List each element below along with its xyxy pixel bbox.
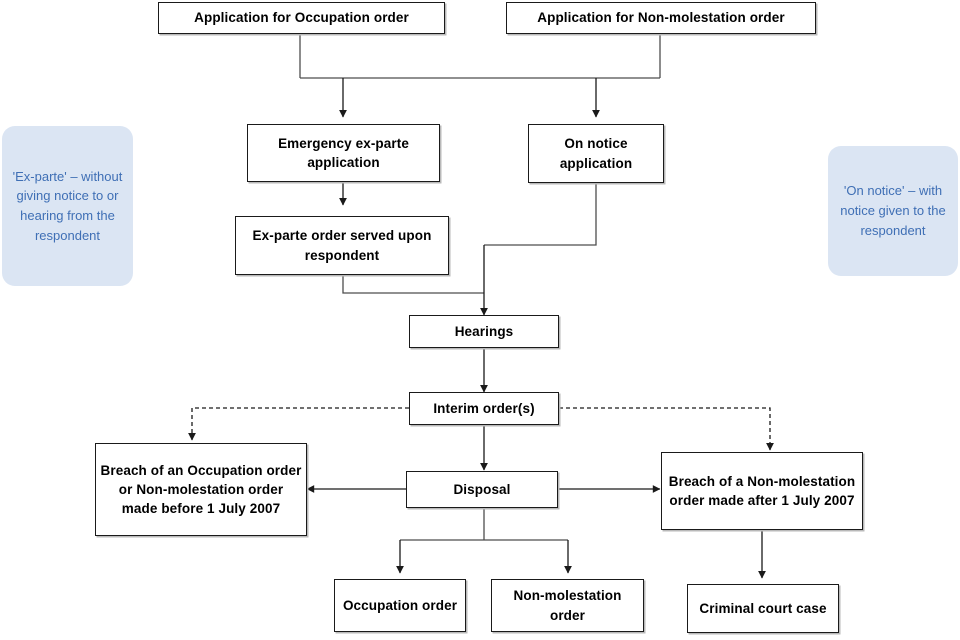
- node-label: Disposal: [453, 481, 511, 497]
- callout-label: 'On notice' – with notice given to the r…: [840, 183, 946, 238]
- edge-interim-to-breach-before: [188, 407, 409, 441]
- node-application-occupation-order[interactable]: Application for Occupation order: [158, 2, 445, 34]
- node-label: Non-molestation order: [513, 588, 622, 623]
- node-label: Breach of a Non-molestation order made a…: [668, 473, 856, 508]
- node-label: On notice application: [559, 136, 633, 171]
- edge-served-to-hearings: [342, 275, 484, 294]
- node-label: Breach of an Occupation order or Non-mol…: [100, 462, 302, 517]
- node-hearings[interactable]: Hearings: [409, 315, 559, 348]
- node-breach-after-july-2007[interactable]: Breach of a Non-molestation order made a…: [661, 452, 863, 530]
- node-interim-orders[interactable]: Interim order(s): [409, 392, 559, 425]
- node-ex-parte-order-served[interactable]: Ex-parte order served upon respondent: [235, 216, 449, 275]
- node-on-notice-application[interactable]: On notice application: [528, 124, 664, 183]
- node-emergency-ex-parte-application[interactable]: Emergency ex-parte application: [247, 124, 440, 182]
- node-label: Application for Non-molestation order: [537, 10, 785, 26]
- node-label: Hearings: [454, 323, 514, 339]
- node-label: Ex-parte order served upon respondent: [252, 228, 432, 263]
- node-application-non-molestation-order[interactable]: Application for Non-molestation order: [506, 2, 816, 34]
- callout-on-notice-definition: 'On notice' – with notice given to the r…: [828, 146, 958, 276]
- callout-label: 'Ex-parte' – without giving notice to or…: [12, 168, 123, 243]
- node-criminal-court-case[interactable]: Criminal court case: [687, 584, 839, 633]
- edge-interim-to-breach-after: [559, 407, 774, 451]
- node-breach-before-july-2007[interactable]: Breach of an Occupation order or Non-mol…: [95, 443, 307, 536]
- node-label: Application for Occupation order: [194, 10, 409, 26]
- node-non-molestation-order[interactable]: Non-molestation order: [491, 579, 644, 632]
- node-label: Occupation order: [342, 597, 458, 613]
- node-disposal[interactable]: Disposal: [406, 471, 558, 508]
- node-occupation-order[interactable]: Occupation order: [334, 579, 466, 632]
- node-label: Emergency ex-parte application: [278, 135, 409, 170]
- edge-onnotice-to-hearings: [484, 183, 597, 246]
- node-label: Interim order(s): [433, 400, 535, 416]
- node-label: Criminal court case: [699, 600, 827, 616]
- callout-ex-parte-definition: 'Ex-parte' – without giving notice to or…: [2, 126, 133, 286]
